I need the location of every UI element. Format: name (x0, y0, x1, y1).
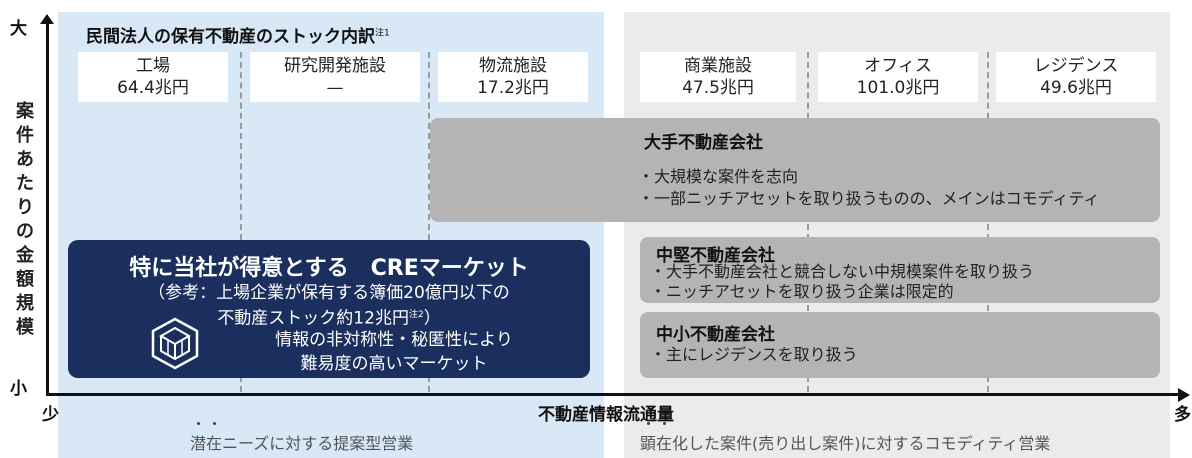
category-name: 工場 (136, 56, 170, 76)
x-axis-arrow-icon (1178, 388, 1190, 402)
y-axis-arrow-icon (40, 14, 54, 24)
cre-market-note: （参考：上場企業が保有する簿価20億円以下の 不動産ストック約12兆円注2） (68, 282, 590, 330)
emphasis-dot (197, 422, 200, 425)
category-value: 17.2兆円 (477, 78, 549, 98)
small-developer-title: 中小不動産会社 (656, 325, 775, 345)
x-axis-low-label: 少 (42, 405, 59, 425)
category-rnd: 研究開発施設 — (250, 52, 420, 102)
x-axis-line (46, 393, 1182, 396)
category-value: 64.4兆円 (117, 78, 189, 98)
category-name: オフィス (864, 56, 932, 76)
category-factory: 工場 64.4兆円 (78, 52, 228, 102)
right-sales-caption: 顕在化した案件(売り出し案件)に対するコモディティ営業 (640, 434, 1051, 453)
divider-line (240, 52, 242, 392)
x-axis-title: 不動産情報流通量 (538, 405, 674, 425)
cre-note-text: 不動産ストック約12兆円 (217, 308, 409, 329)
category-retail: 商業施設 47.5兆円 (640, 52, 796, 102)
divider-line (987, 52, 989, 392)
mid-developer-bullet: ・ニッチアセットを取り扱う企業は限定的 (650, 282, 954, 301)
mid-developer-bullet: ・大手不動産会社と競合しない中規模案件を取り扱う (650, 262, 1035, 281)
cre-note-line1: （参考：上場企業が保有する簿価20億円以下の (148, 283, 510, 303)
category-name: 商業施設 (684, 56, 752, 76)
x-axis-high-label: 多 (1174, 405, 1191, 425)
category-name: レジデンス (1033, 56, 1119, 76)
category-logistics: 物流施設 17.2兆円 (438, 52, 588, 102)
large-developer-bullet: ・大規模な案件を志向 (638, 167, 799, 186)
divider-line (807, 52, 809, 392)
cre-market-box: 特に当社が得意とする CREマーケット （参考：上場企業が保有する簿価20億円以… (68, 240, 590, 378)
small-developer-bullet: ・主にレジデンスを取り扱う (650, 345, 858, 364)
large-developer-title: 大手不動産会社 (644, 133, 763, 153)
category-value: 49.6兆円 (1040, 78, 1112, 98)
cube-logo-icon (151, 317, 199, 370)
cre-market-description: 情報の非対称性・秘匿性により 難易度の高いマーケット (208, 328, 580, 376)
emphasis-dot (647, 422, 650, 425)
cre-note-close: ） (423, 308, 441, 329)
category-value: 47.5兆円 (682, 78, 754, 98)
cre-market-title: 特に当社が得意とする CREマーケット (129, 256, 529, 281)
mid-developer-title: 中堅不動産会社 (656, 246, 775, 266)
category-residence: レジデンス 49.6兆円 (996, 52, 1156, 102)
small-developer-box: 中小不動産会社 ・主にレジデンスを取り扱う (640, 312, 1160, 378)
category-name: 研究開発施設 (284, 56, 386, 76)
large-developer-box: 大手不動産会社 ・大規模な案件を志向 ・一部ニッチアセットを取り扱うものの、メイ… (430, 118, 1160, 222)
y-axis-line (46, 20, 49, 396)
cre-desc-line2: 難易度の高いマーケット (300, 354, 488, 374)
title-text: 民間法人の保有不動産のストック内訳 (86, 27, 375, 47)
title-note: 注1 (375, 28, 390, 39)
category-name: 物流施設 (479, 56, 547, 76)
category-value: — (326, 78, 344, 98)
left-sales-caption: 潜在ニーズに対する提案型営業 (190, 434, 414, 453)
cre-desc-line1: 情報の非対称性・秘匿性により (275, 330, 513, 350)
cre-note-line2: 不動産ストック約12兆円注2） (68, 304, 590, 330)
y-axis-title: 案件あたりの金額規模 (16, 101, 34, 338)
large-developer-bullet: ・一部ニッチアセットを取り扱うものの、メインはコモディティ (638, 189, 1100, 208)
category-office: オフィス 101.0兆円 (818, 52, 978, 102)
category-value: 101.0兆円 (856, 78, 940, 98)
emphasis-dot (663, 422, 666, 425)
y-axis-low-label: 小 (10, 379, 27, 399)
emphasis-dot (213, 422, 216, 425)
cre-note-mark: 注2 (408, 310, 424, 320)
diagram-title: 民間法人の保有不動産のストック内訳注1 (86, 22, 390, 47)
y-axis-high-label: 大 (10, 19, 27, 39)
mid-developer-box: 中堅不動産会社 ・大手不動産会社と競合しない中規模案件を取り扱う ・ニッチアセッ… (640, 237, 1160, 303)
divider-line (428, 52, 430, 392)
